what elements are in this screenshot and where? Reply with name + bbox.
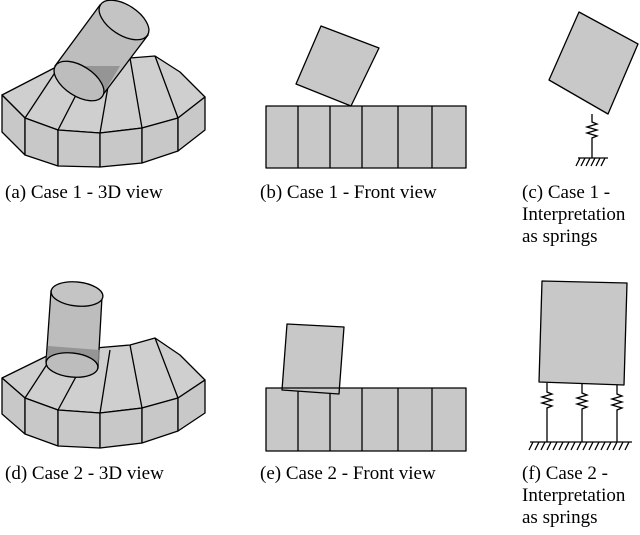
caption-a: (a) Case 1 - 3D view: [5, 182, 163, 203]
arc-block-face-3: [57, 129, 101, 168]
arc-block-face-4: [99, 127, 143, 168]
caption-b: (b) Case 1 - Front view: [260, 182, 437, 203]
panel-d-3d-view-case2: (d) Case 2 - 3D view: [1, 281, 206, 484]
caption-e: (e) Case 2 - Front view: [260, 463, 436, 484]
arc-block-face-3-d: [57, 409, 101, 449]
base-row-2: [265, 387, 467, 452]
cylinder-upright: [45, 281, 104, 378]
cylinder-top-2: [50, 281, 104, 307]
panel-c-springs-case1: (c) Case 1 - Interpretation as springs: [522, 11, 639, 247]
tilted-block-spring: [548, 11, 639, 115]
arc-block-face-6-d: [177, 379, 206, 432]
cylinder-top: [98, 0, 150, 41]
ground-2: [528, 441, 632, 451]
arc-block-face-6: [177, 96, 206, 152]
panel-a-3d-view-case1: (a) Case 1 - 3D view: [1, 0, 206, 203]
block-on-springs: [538, 280, 628, 386]
spring: [584, 114, 600, 158]
panel-e-front-view-case2: (e) Case 2 - Front view: [260, 323, 467, 484]
ground: [575, 157, 608, 167]
caption-d: (d) Case 2 - 3D view: [5, 463, 164, 484]
arc-block-face-4-d: [99, 407, 143, 449]
spring-left: [539, 383, 555, 442]
spring-middle: [574, 384, 590, 442]
panel-f-springs-case2: (f) Case 2 - Interpretation as springs: [522, 280, 632, 528]
base-row: [265, 105, 467, 169]
caption-f: (f) Case 2 - Interpretation as springs: [522, 463, 630, 528]
spring-right: [609, 385, 625, 442]
sunk-block: [281, 323, 345, 395]
tilted-block: [295, 25, 380, 107]
cylinder-tilted: [53, 0, 150, 102]
panel-b-front-view-case1: (b) Case 1 - Front view: [260, 25, 467, 203]
caption-c: (c) Case 1 - Interpretation as springs: [522, 182, 630, 247]
